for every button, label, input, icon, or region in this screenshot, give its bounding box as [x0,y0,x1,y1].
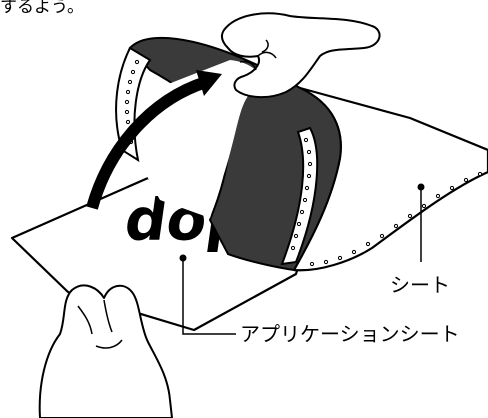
holding-hand-details [77,299,123,349]
holding-hand-icon [38,284,173,418]
perforation-holes-right [290,137,313,251]
sheet-right-strip [280,126,319,266]
application-sheet-leader-line [182,258,236,335]
application-sheet-label: アプリケーションシート [240,322,460,346]
sheet-label: シート [390,273,450,297]
peeling-hand-details [239,39,277,71]
perforation-holes-bottom [309,171,483,267]
arrow-head-icon [196,70,222,96]
header-fragment: するよう。 [0,0,84,17]
peeling-hand-icon [220,12,381,98]
curved-arrow-icon [86,76,208,210]
